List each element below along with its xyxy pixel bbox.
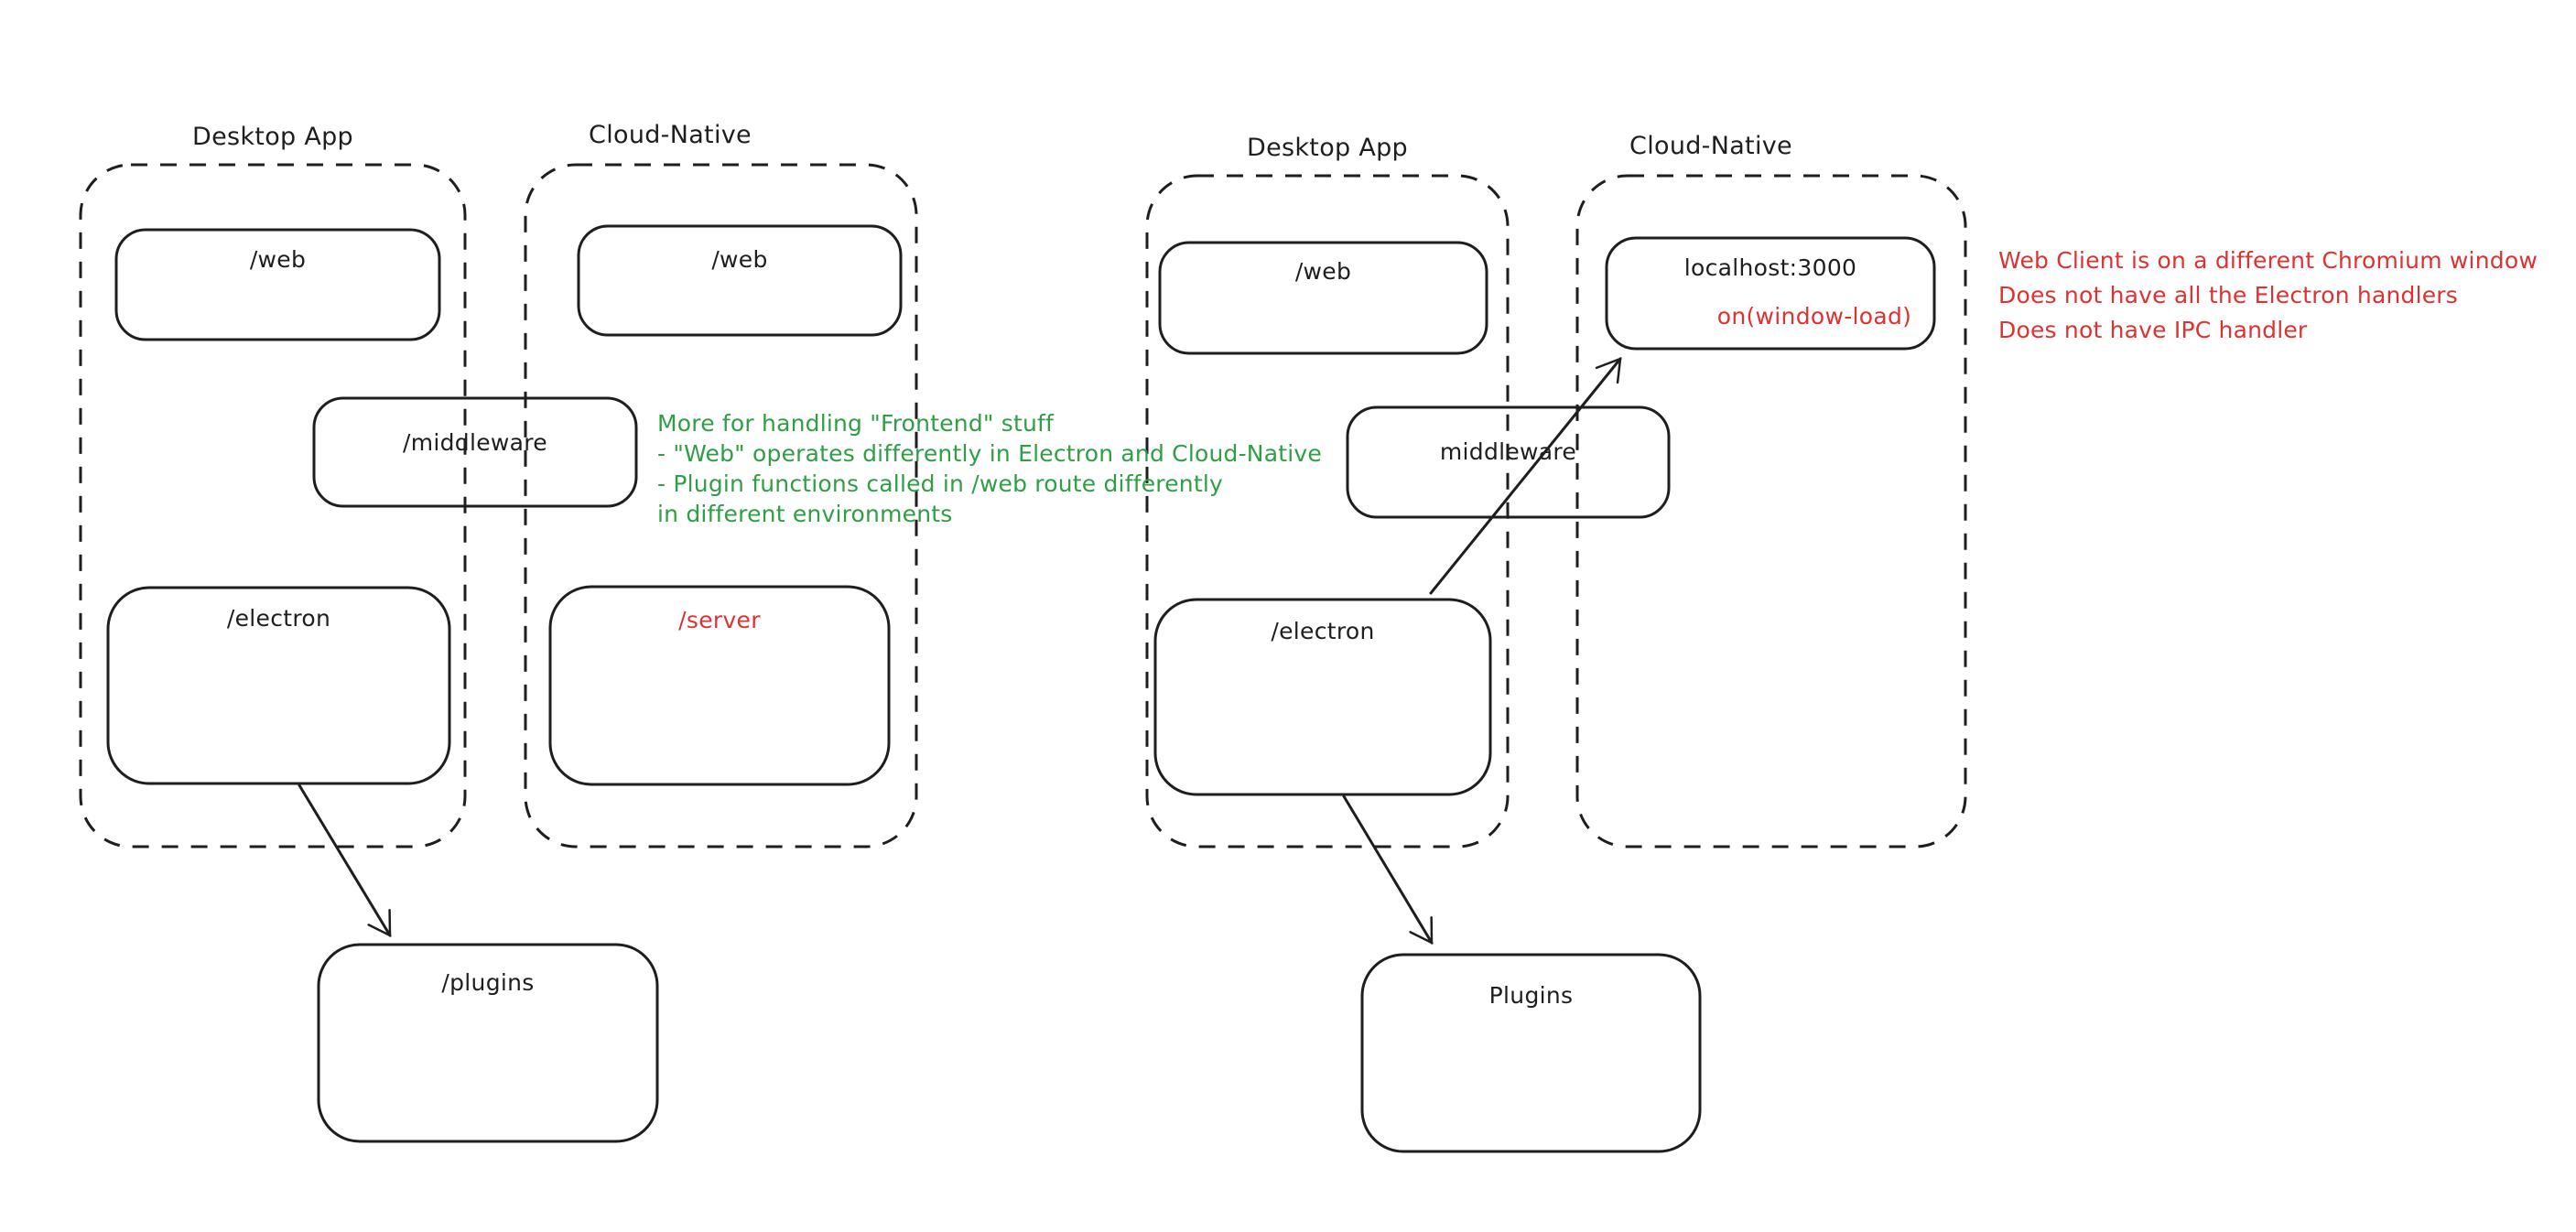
container-right-cloud-native bbox=[1575, 174, 1967, 848]
note-frontend-line-2: - "Web" operates differently in Electron… bbox=[657, 440, 1322, 467]
box-right-localhost bbox=[1605, 236, 1936, 351]
box-left-electron bbox=[106, 586, 451, 785]
note-web-client-line-1: Web Client is on a different Chromium wi… bbox=[1998, 247, 2538, 274]
note-frontend-handling: More for handling "Frontend" stuff - "We… bbox=[657, 408, 1322, 529]
note-frontend-line-4: in different environments bbox=[657, 501, 953, 527]
box-left-server bbox=[548, 585, 891, 786]
label-left-electron: /electron bbox=[226, 605, 331, 632]
arrow-right-electron-to-plugins bbox=[1342, 794, 1434, 946]
label-left-cloud-native: Cloud-Native bbox=[589, 121, 752, 149]
note-web-client-line-2: Does not have all the Electron handlers bbox=[1998, 282, 2459, 308]
note-frontend-line-3: - Plugin functions called in /web route … bbox=[657, 470, 1223, 497]
label-right-localhost-event: on(window-load) bbox=[1716, 303, 1912, 330]
arrow-left-electron-to-plugins bbox=[298, 784, 392, 938]
box-right-web-desktop bbox=[1158, 241, 1488, 355]
box-right-electron bbox=[1153, 598, 1492, 796]
box-left-web-desktop bbox=[114, 228, 441, 341]
box-left-web-cloud bbox=[577, 224, 903, 337]
label-right-desktop-app: Desktop App bbox=[1247, 134, 1408, 162]
box-left-middleware bbox=[312, 396, 638, 508]
label-right-cloud-native: Cloud-Native bbox=[1629, 132, 1792, 160]
box-right-plugins bbox=[1360, 953, 1702, 1153]
label-left-web-cloud: /web bbox=[711, 246, 768, 273]
label-left-middleware: /middleware bbox=[403, 429, 547, 456]
label-right-web-desktop: /web bbox=[1294, 258, 1352, 285]
arrow-right-electron-to-localhost bbox=[1429, 357, 1622, 595]
label-left-server: /server bbox=[678, 607, 761, 633]
label-right-plugins: Plugins bbox=[1488, 982, 1574, 1009]
label-right-localhost: localhost:3000 bbox=[1683, 254, 1857, 281]
note-web-client-limitations: Web Client is on a different Chromium wi… bbox=[1998, 243, 2538, 348]
container-right-desktop-app bbox=[1145, 174, 1510, 848]
label-left-web-desktop: /web bbox=[249, 246, 307, 273]
box-left-plugins bbox=[317, 943, 659, 1143]
container-left-cloud-native bbox=[524, 163, 918, 848]
label-left-desktop-app: Desktop App bbox=[192, 123, 353, 151]
box-right-middleware bbox=[1346, 405, 1671, 519]
note-web-client-line-3: Does not have IPC handler bbox=[1998, 317, 2308, 343]
label-left-plugins: /plugins bbox=[441, 969, 535, 996]
note-frontend-line-1: More for handling "Frontend" stuff bbox=[657, 410, 1055, 437]
label-right-electron: /electron bbox=[1271, 618, 1375, 644]
label-right-middleware: middleware bbox=[1439, 438, 1577, 465]
